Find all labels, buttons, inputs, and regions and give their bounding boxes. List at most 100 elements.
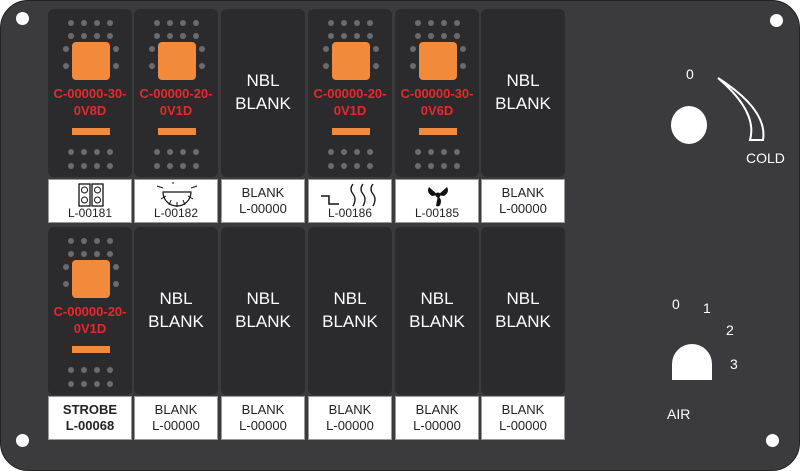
legend-line-2: L-00000 xyxy=(239,201,287,216)
blank-caption-line-2: BLANK xyxy=(322,312,378,331)
legend-label: L-00182 xyxy=(134,179,218,223)
part-number: C-00000-20- 0V1D xyxy=(134,85,218,119)
blank-caption-line-1: NBL xyxy=(246,71,280,90)
legend-line-2: L-00000 xyxy=(499,201,547,216)
rocker-switch-graphic xyxy=(410,20,466,169)
air-position-1: 1 xyxy=(703,300,711,316)
air-position-3: 3 xyxy=(730,356,738,372)
rocker-switch[interactable]: C-00000-20- 0V1D xyxy=(134,9,218,177)
work-light-icon xyxy=(135,180,217,208)
mounting-hole-icon xyxy=(770,14,783,27)
part-number-line-1: C-00000-30- xyxy=(400,86,474,101)
blank-caption-line-1: NBL xyxy=(246,289,280,308)
legend-line-1: BLANK xyxy=(154,402,198,417)
part-number: C-00000-20- 0V1D xyxy=(48,303,132,337)
legend-line-1: BLANK xyxy=(501,402,545,417)
blank-caption-line-2: BLANK xyxy=(495,94,551,113)
part-number-line-1: C-00000-30- xyxy=(53,86,127,101)
blank-slot: NBL BLANK xyxy=(221,9,305,177)
blank-caption: NBL BLANK xyxy=(481,287,565,333)
legend-label: L-00186 xyxy=(308,179,392,223)
part-number: C-00000-30- 0V6D xyxy=(395,85,479,119)
part-number-line-2: 0V1D xyxy=(159,103,193,118)
rocker-switch[interactable]: C-00000-30- 0V6D xyxy=(395,9,479,177)
blank-slot: NBL BLANK xyxy=(481,227,565,395)
part-number-line-1: C-00000-20- xyxy=(139,86,213,101)
mounting-hole-icon xyxy=(16,12,29,25)
legend-line-2: L-00000 xyxy=(499,418,547,433)
legend-line-2: L-00000 xyxy=(152,418,200,433)
part-number: C-00000-20- 0V1D xyxy=(308,85,392,119)
blank-caption: NBL BLANK xyxy=(481,69,565,115)
fan-icon xyxy=(396,182,478,208)
rocker-switch-graphic xyxy=(63,20,119,169)
part-number-line-2: 0V6D xyxy=(420,103,454,118)
rocker-switch-graphic xyxy=(149,20,205,169)
legend-line-2: L-00000 xyxy=(239,418,287,433)
part-number-line-1: C-00000-20- xyxy=(53,304,127,319)
blank-slot: NBL BLANK xyxy=(134,227,218,395)
legend-line-2: L-00068 xyxy=(65,418,115,433)
blank-slot: NBL BLANK xyxy=(481,9,565,177)
blank-caption-line-2: BLANK xyxy=(235,94,291,113)
legend-line-1: BLANK xyxy=(241,185,285,200)
blank-caption: NBL BLANK xyxy=(308,287,392,333)
rocker-switch-graphic xyxy=(63,238,119,387)
blank-caption-line-2: BLANK xyxy=(409,312,465,331)
blank-caption-line-1: NBL xyxy=(506,289,540,308)
rocker-switch-graphic xyxy=(323,20,379,169)
air-label: AIR xyxy=(667,406,691,422)
legend-label: L-00185 xyxy=(395,179,479,223)
blank-caption: NBL BLANK xyxy=(134,287,218,333)
temperature-range-icon xyxy=(717,77,765,141)
rocker-switch[interactable]: C-00000-30- 0V8D xyxy=(48,9,132,177)
blank-caption-line-1: NBL xyxy=(159,289,193,308)
part-number-line-1: C-00000-20- xyxy=(313,86,387,101)
air-position-0: 0 xyxy=(672,296,680,312)
legend-code: L-00185 xyxy=(414,206,460,220)
blank-caption-line-2: BLANK xyxy=(235,312,291,331)
blank-caption-line-1: NBL xyxy=(420,289,454,308)
blank-slot: NBL BLANK xyxy=(221,227,305,395)
part-number-line-2: 0V8D xyxy=(73,103,107,118)
air-position-2: 2 xyxy=(726,322,734,338)
legend-line-1: STROBE xyxy=(62,402,118,417)
legend-line-1: BLANK xyxy=(328,402,372,417)
legend-code: L-00182 xyxy=(153,206,199,220)
blank-slot: NBL BLANK xyxy=(395,227,479,395)
rocker-switch[interactable]: C-00000-20- 0V1D xyxy=(48,227,132,395)
heated-seat-icon xyxy=(309,182,391,208)
legend-line-1: BLANK xyxy=(241,402,285,417)
blank-slot: NBL BLANK xyxy=(308,227,392,395)
two-switches-icon xyxy=(49,182,131,208)
part-number-line-2: 0V1D xyxy=(333,103,367,118)
mounting-hole-icon xyxy=(766,434,779,447)
blank-caption: NBL BLANK xyxy=(395,287,479,333)
blank-caption: NBL BLANK xyxy=(221,287,305,333)
part-number: C-00000-30- 0V8D xyxy=(48,85,132,119)
air-knob[interactable] xyxy=(672,344,712,380)
legend-line-1: BLANK xyxy=(415,402,459,417)
blank-caption-line-2: BLANK xyxy=(495,312,551,331)
part-number-line-2: 0V1D xyxy=(73,321,107,336)
temperature-knob[interactable] xyxy=(671,106,707,144)
legend-line-2: L-00000 xyxy=(326,418,374,433)
mounting-hole-icon xyxy=(16,434,29,447)
blank-caption-line-1: NBL xyxy=(333,289,367,308)
legend-code: L-00186 xyxy=(327,206,373,220)
legend-line-2: L-00000 xyxy=(413,418,461,433)
legend-line-1: BLANK xyxy=(501,185,545,200)
blank-caption: NBL BLANK xyxy=(221,69,305,115)
legend-code: L-00181 xyxy=(67,206,113,220)
blank-caption-line-2: BLANK xyxy=(148,312,204,331)
blank-caption-line-1: NBL xyxy=(506,71,540,90)
temperature-zero-mark: 0 xyxy=(686,66,694,82)
rocker-switch[interactable]: C-00000-20- 0V1D xyxy=(308,9,392,177)
temperature-label: COLD xyxy=(746,150,785,166)
